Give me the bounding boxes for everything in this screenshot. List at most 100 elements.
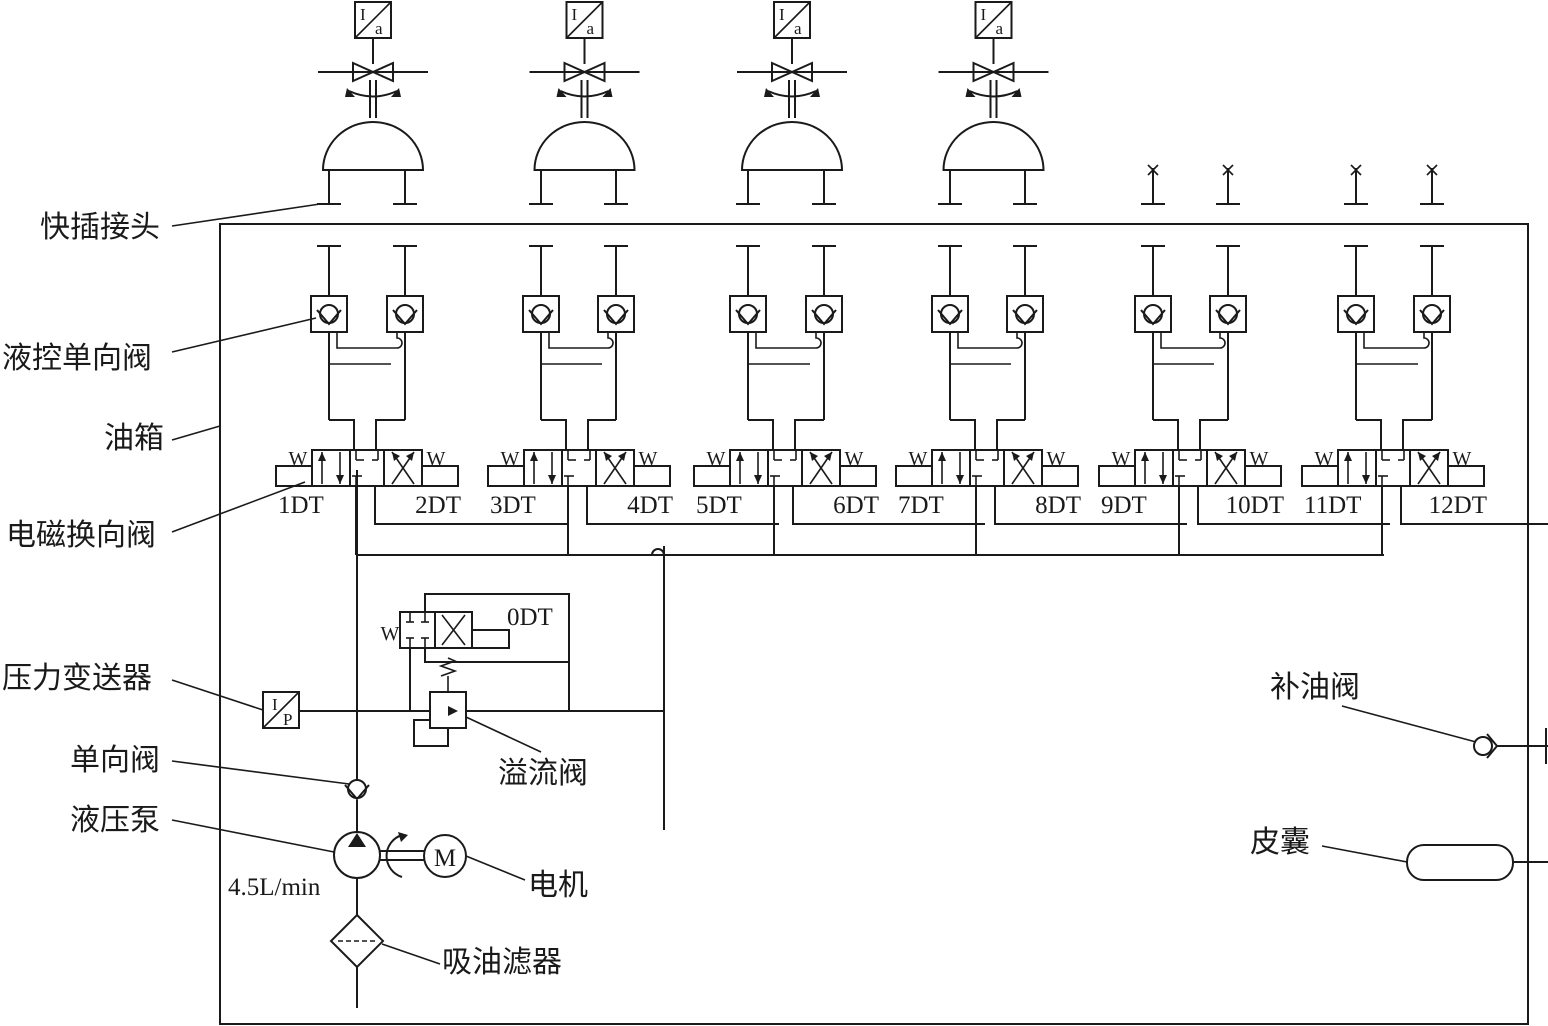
pilot-check-valve-right-icon xyxy=(386,295,424,333)
svg-text:W: W xyxy=(381,623,400,645)
relief-block: W 0DT I P xyxy=(262,546,665,830)
spring-right-icon: W xyxy=(427,448,446,470)
coil-right-icon xyxy=(421,465,459,487)
pilot-check-valve-right-icon xyxy=(805,295,843,333)
transducer-symbol-a: a xyxy=(996,19,1004,38)
pilot-check-valve-left-icon xyxy=(931,295,969,333)
solenoid-valve-label: 电磁换向阀 xyxy=(6,518,156,553)
capped-port-icon xyxy=(1420,164,1444,205)
actuator-assembly: Ia xyxy=(938,1,1049,205)
valve-unit: IaW W 3DT 4DT xyxy=(487,1,779,555)
coil-label-left: 5DT xyxy=(696,492,742,519)
hydraulic-pump-label: 液压泵 xyxy=(70,803,160,838)
capped-port-icon xyxy=(1141,164,1165,205)
actuator-assembly: Ia xyxy=(736,1,847,205)
spring-right-icon: W xyxy=(845,448,864,470)
pilot-check-valve-left-icon xyxy=(1134,295,1172,333)
callouts: 快插接头 液控单向阀 油箱 电磁换向阀 压力变送器 单向阀 液压泵 4.5L/m… xyxy=(2,210,1360,980)
quick-connector-label: 快插接头 xyxy=(40,210,160,245)
spring-right-icon: W xyxy=(1047,448,1066,470)
coil-label-left: 1DT xyxy=(278,492,324,519)
spring-left-icon: W xyxy=(909,448,928,470)
pilot-check-valve-right-icon xyxy=(1209,295,1247,333)
coil-right-icon xyxy=(1041,465,1079,487)
pilot-check-valve-left-icon xyxy=(729,295,767,333)
pilot-check-valve-right-icon xyxy=(597,295,635,333)
coil-label-left: 3DT xyxy=(490,492,536,519)
coil-right-icon xyxy=(633,465,671,487)
coil-right-icon xyxy=(1447,465,1485,487)
refill-valve-label: 补油阀 xyxy=(1270,670,1360,705)
spring-right-icon: W xyxy=(1453,448,1472,470)
transducer-symbol-i: I xyxy=(572,5,578,24)
bus-lines xyxy=(357,546,1384,561)
ball-valve-icon xyxy=(563,61,587,83)
coil-right-icon xyxy=(1244,465,1282,487)
pilot-check-valve-label: 液控单向阀 xyxy=(2,341,152,376)
coil-label-left: 11DT xyxy=(1304,492,1361,519)
transducer-symbol-i: I xyxy=(779,5,785,24)
pump-circuit: M xyxy=(329,470,467,1008)
refill-valve-icon xyxy=(1473,728,1548,764)
capped-port-icon xyxy=(1344,164,1368,205)
relief-valve-label: 溢流阀 xyxy=(498,756,588,791)
spring-right-icon: W xyxy=(639,448,658,470)
motor-label: 电机 xyxy=(528,868,588,903)
relief-valve-icon xyxy=(413,657,467,747)
motor-icon: M xyxy=(423,834,467,878)
coil-right-icon xyxy=(839,465,877,487)
actuator-assembly: Ia xyxy=(317,1,428,205)
suction-filter-label: 吸油滤器 xyxy=(442,945,562,980)
spring-left-icon: W xyxy=(501,448,520,470)
pilot-check-valve-left-icon xyxy=(522,295,560,333)
svg-text:I: I xyxy=(272,695,278,714)
pressure-transmitter-icon: I P xyxy=(262,691,300,729)
oil-tank-box xyxy=(219,223,1529,1025)
pump-flow-label: 4.5L/min xyxy=(228,874,321,901)
ball-valve-icon xyxy=(771,61,795,83)
actuator-dome-icon xyxy=(942,121,1045,171)
coil-label-right: 8DT xyxy=(1035,492,1081,519)
actuator-dome-icon xyxy=(533,121,636,171)
spring-right-icon: W xyxy=(1250,448,1269,470)
coil-label-right: 12DT xyxy=(1429,492,1487,519)
transducer-symbol-a: a xyxy=(375,19,383,38)
coil-label-right: 4DT xyxy=(627,492,673,519)
rotation-arrow-icon xyxy=(560,90,609,98)
motor-letter: M xyxy=(434,845,456,872)
hydraulic-pump-icon xyxy=(333,831,424,915)
coil-label-left: 9DT xyxy=(1101,492,1147,519)
unload-coil-label: 0DT xyxy=(507,604,553,631)
svg-text:P: P xyxy=(283,710,292,729)
leader-lines xyxy=(171,203,1477,965)
spring-left-icon: W xyxy=(1112,448,1131,470)
pilot-check-valve-left-icon xyxy=(1337,295,1375,333)
valve-unit: IaW W 7DT 8DT xyxy=(895,1,1187,555)
ball-valve-icon xyxy=(352,61,376,83)
valve-unit: W W 9DT 10DT xyxy=(1098,164,1390,555)
spring-left-icon: W xyxy=(289,448,308,470)
rotation-arrow-icon xyxy=(969,90,1018,98)
spring-left-icon: W xyxy=(707,448,726,470)
oil-tank-label: 油箱 xyxy=(104,421,164,456)
actuator-assembly: Ia xyxy=(529,1,640,205)
capped-port-icon xyxy=(1216,164,1240,205)
actuator-dome-icon xyxy=(321,121,425,171)
transducer-symbol-i: I xyxy=(360,5,366,24)
bladder-icon xyxy=(1406,844,1548,881)
coil-label-left: 7DT xyxy=(898,492,944,519)
pressure-transmitter-label: 压力变送器 xyxy=(2,661,152,696)
rotation-arrow-icon xyxy=(767,90,817,98)
check-valve-label: 单向阀 xyxy=(70,743,160,778)
coil-label-right: 10DT xyxy=(1226,492,1284,519)
transducer-symbol-i: I xyxy=(981,5,987,24)
check-valve-icon xyxy=(344,779,370,801)
spring-left-icon: W xyxy=(1315,448,1334,470)
